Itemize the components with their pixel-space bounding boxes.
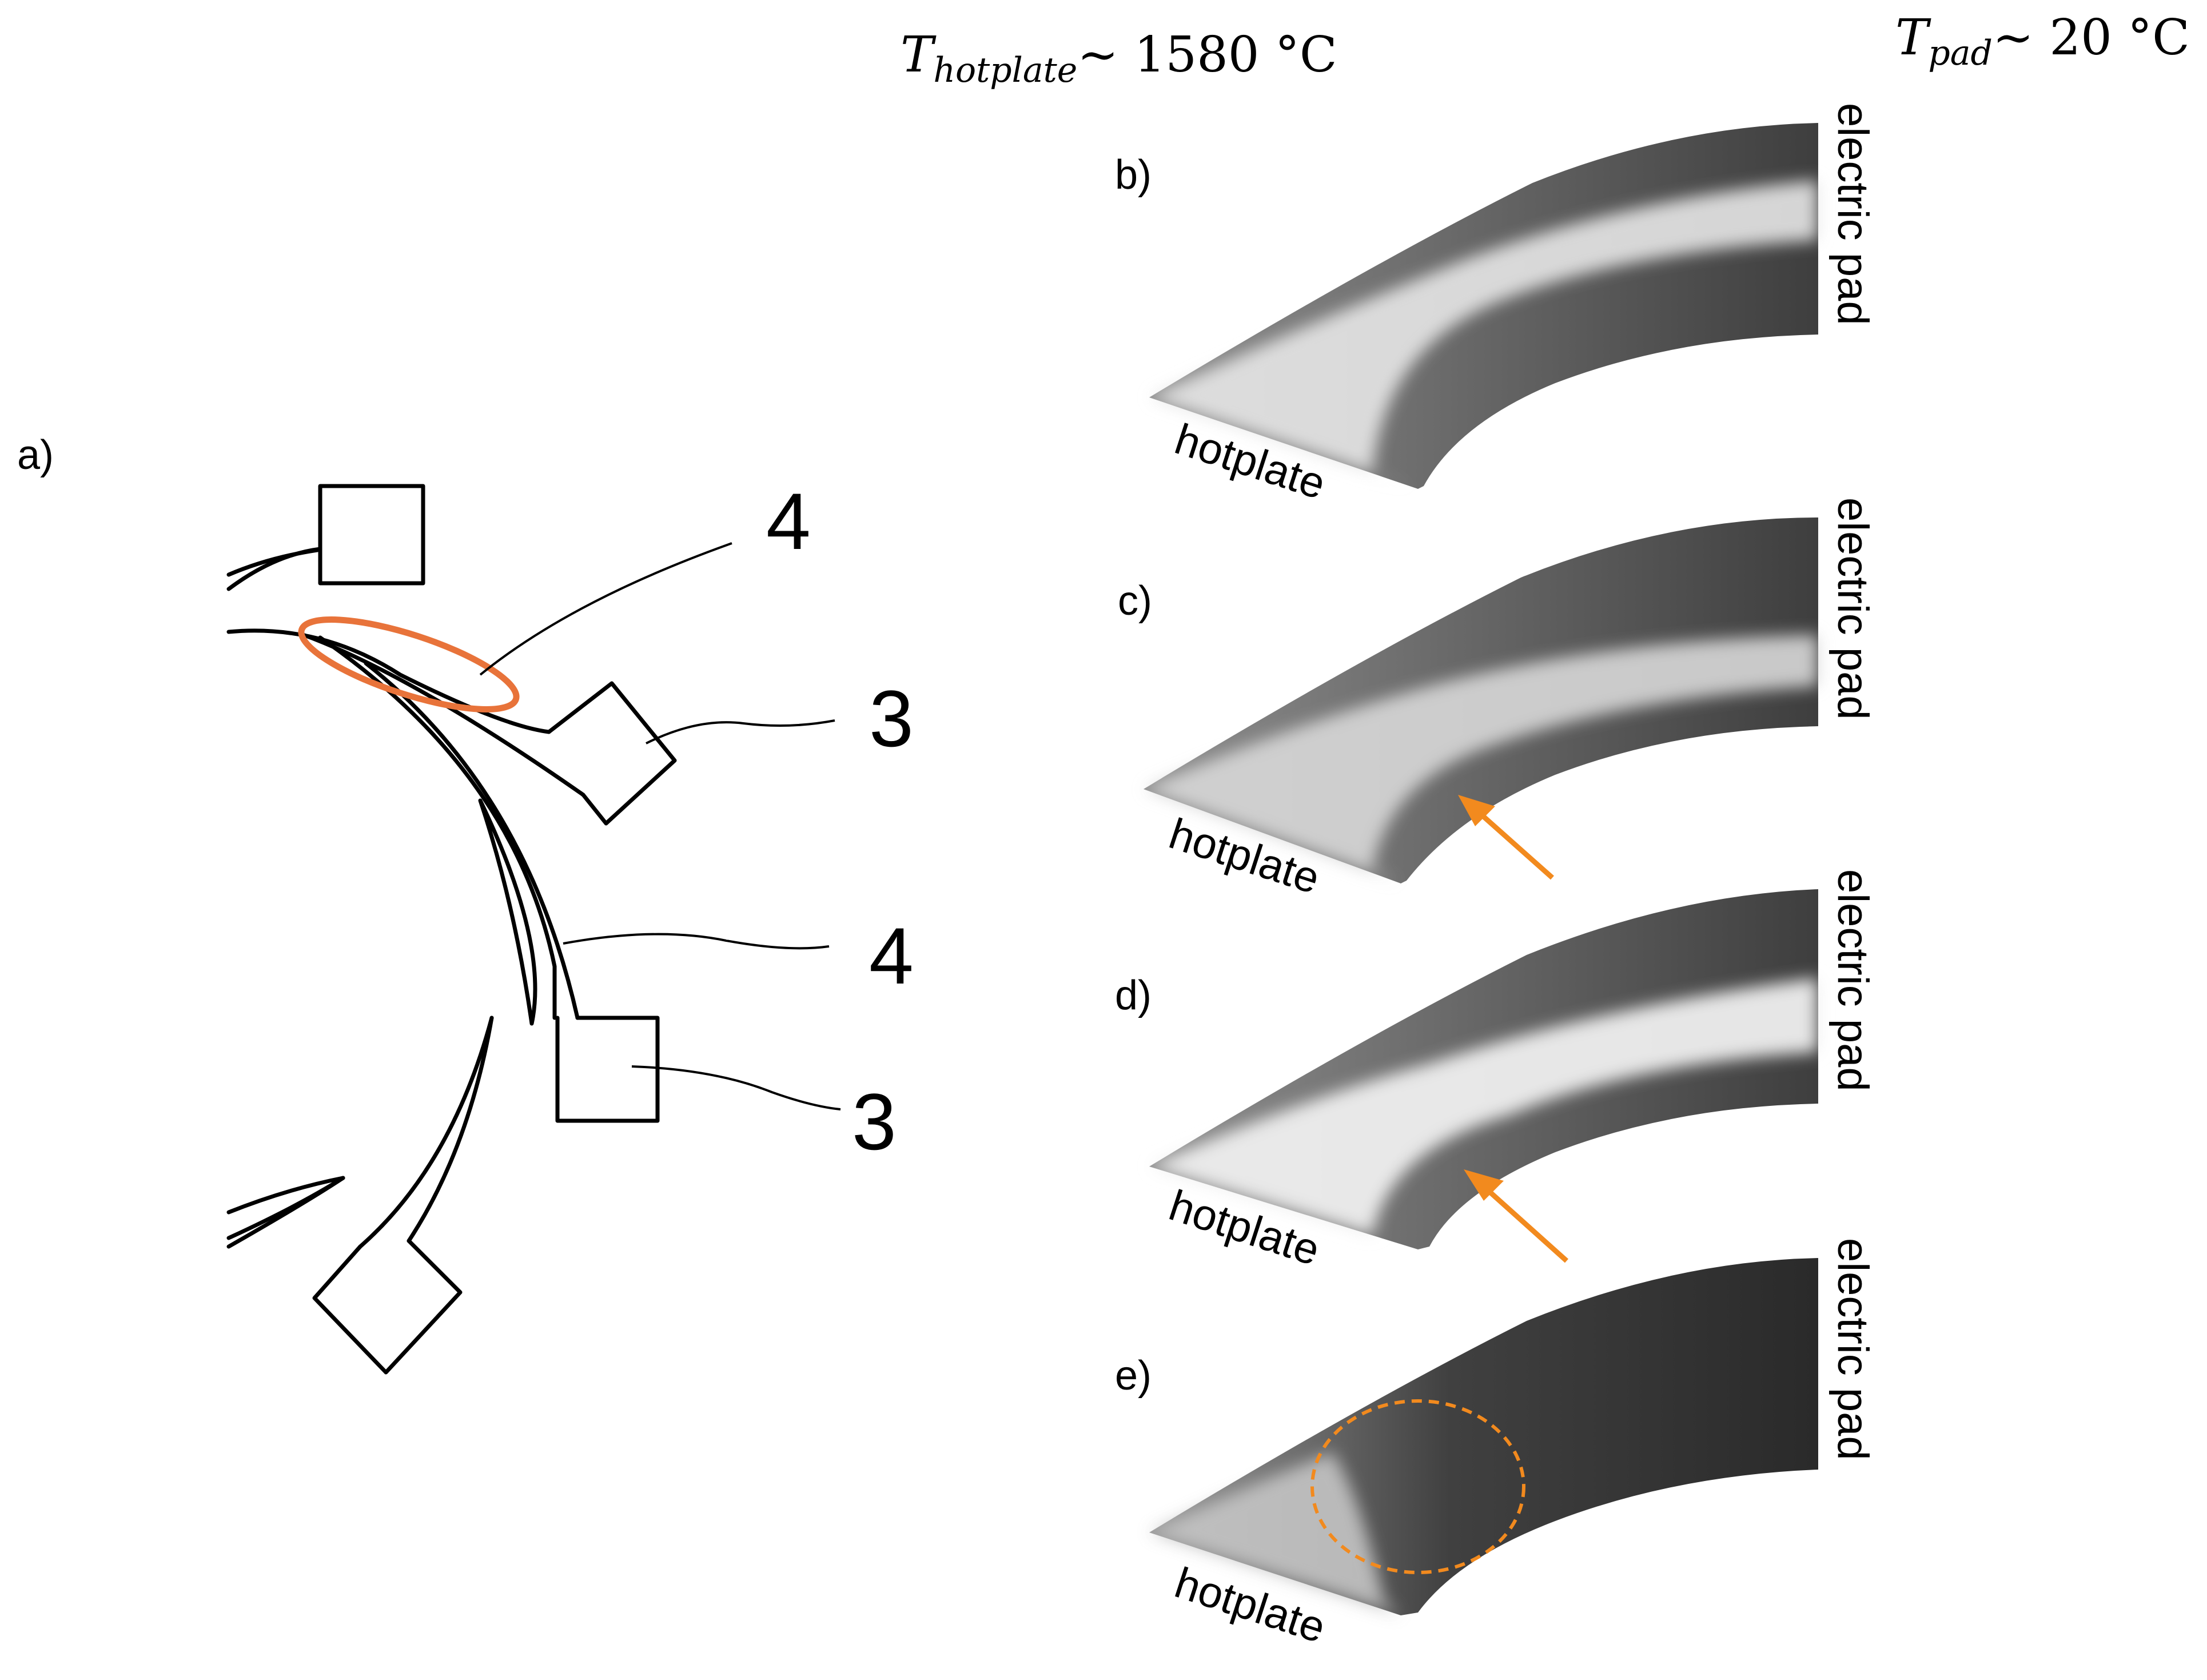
leader-line-2 — [646, 719, 835, 745]
pad-temperature-label: Tpad~ 20 °C — [1895, 9, 2190, 73]
arm-mid-1 — [226, 628, 551, 734]
thermal-panel-c: c) hotplate electric pad — [1118, 497, 1877, 903]
warm-zone-c — [1144, 635, 1818, 883]
pad-rotated-right — [547, 681, 677, 826]
arm-mid-2 — [301, 632, 585, 797]
leader-line-3 — [563, 933, 830, 950]
electric-pad-label-b: electric pad — [1828, 103, 1877, 325]
electric-pad-label-c: electric pad — [1828, 497, 1877, 720]
thermal-panel-e: e) hotplate electric pad — [1115, 1238, 1877, 1653]
crescent-blade — [478, 798, 537, 1026]
arrow-marker-d — [1464, 1169, 1569, 1263]
callout-3-bottom: 3 — [852, 1077, 897, 1167]
thermal-panel-d: d) hotplate electric pad — [1115, 869, 1877, 1275]
leader-line-4 — [631, 1065, 841, 1110]
panel-label-b: b) — [1115, 152, 1152, 198]
dashed-circle-marker-e — [1310, 1399, 1525, 1574]
highlight-ellipse — [298, 616, 520, 712]
leader-line-1 — [479, 542, 732, 676]
arm-low-4 — [226, 1176, 345, 1240]
panel-label-a: a) — [17, 432, 54, 478]
warm-zone-d — [1149, 978, 1818, 1249]
callout-4-top: 4 — [766, 476, 811, 566]
panel-label-d: d) — [1115, 973, 1152, 1018]
arrow-marker-c — [1458, 795, 1554, 880]
pad-lower-right — [555, 1016, 660, 1123]
panel-label-e: e) — [1115, 1353, 1152, 1399]
arm-long-outer — [318, 635, 557, 1020]
electrode-sketch — [226, 484, 677, 1375]
hotplate-temperature-label: Thotplate~ 1580 °C — [901, 26, 1337, 90]
arm-low-2 — [358, 1016, 494, 1249]
arm-low-1 — [407, 1016, 494, 1243]
callout-3-top: 3 — [869, 674, 914, 763]
arm-long-inner — [364, 661, 580, 1020]
warm-zone-e — [1149, 1452, 1401, 1615]
panel-label-c: c) — [1118, 578, 1152, 624]
pad-top — [226, 484, 425, 591]
electric-pad-label-e: electric pad — [1828, 1238, 1877, 1460]
warm-zone-b — [1149, 180, 1818, 489]
callout-4-bottom: 4 — [869, 911, 914, 1001]
thermal-panel-b: b) hotplate electric pad — [1115, 103, 1877, 509]
arm-top-upper — [226, 548, 320, 577]
pad-lower-left — [312, 1239, 463, 1375]
electric-pad-label-d: electric pad — [1828, 869, 1877, 1092]
